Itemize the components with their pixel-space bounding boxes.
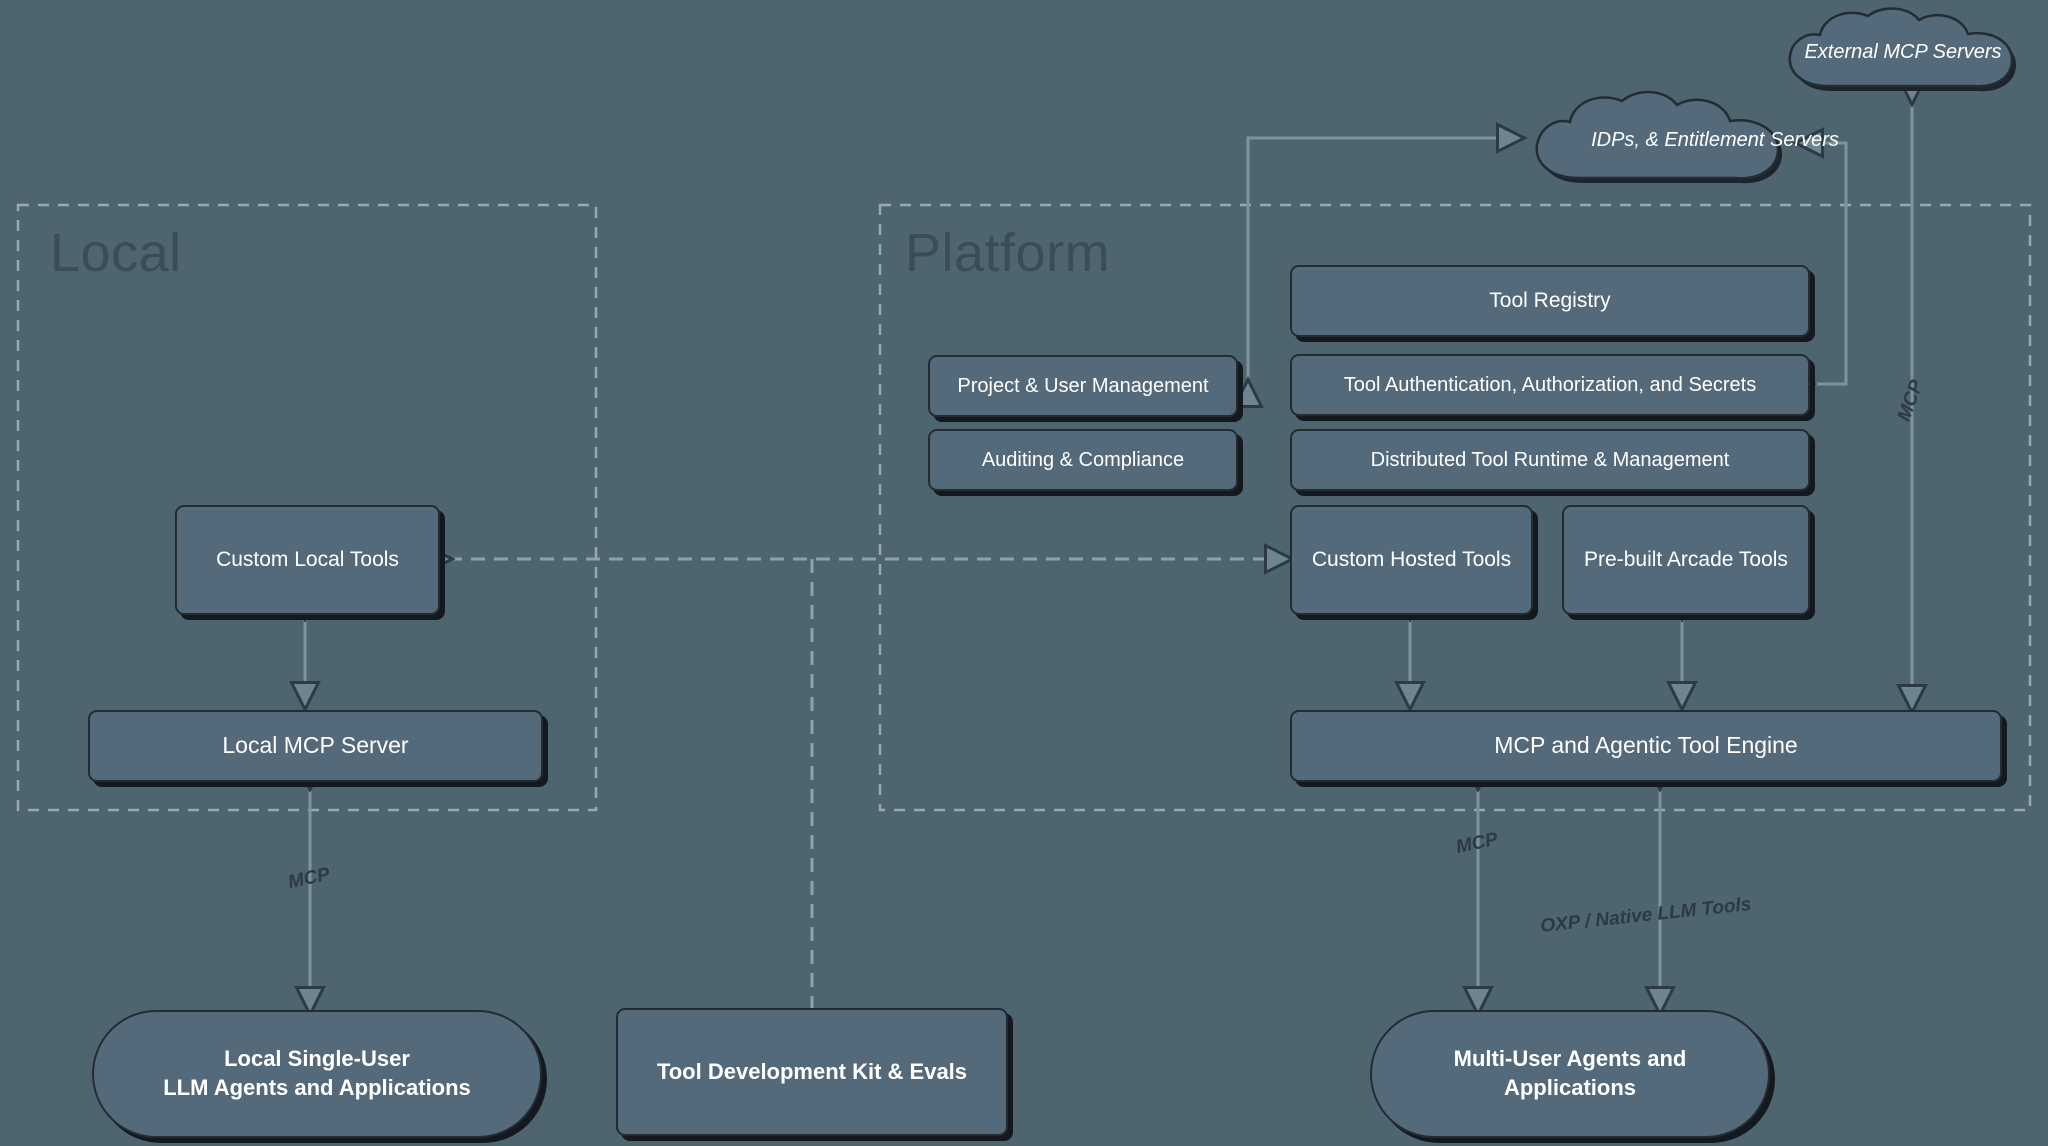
node-label-custom-hosted-tools: Custom Hosted Tools bbox=[1311, 548, 1512, 572]
node-label-local-agents-line1: Local Single-User bbox=[224, 1046, 410, 1072]
group-label-local: Local bbox=[50, 223, 182, 283]
cloud-shape-idps bbox=[1535, 90, 1782, 184]
node-tool-auth[interactable]: Tool Authentication, Authorization, and … bbox=[1290, 354, 1810, 416]
node-distributed-tool-runtime[interactable]: Distributed Tool Runtime & Management bbox=[1290, 429, 1810, 491]
node-label-custom-local-tools: Custom Local Tools bbox=[216, 548, 399, 572]
node-label-tool-development-kit: Tool Development Kit & Evals bbox=[656, 1058, 968, 1084]
node-project-user-management[interactable]: Project & User Management bbox=[928, 355, 1238, 417]
edge-project-mgmt-to-idps bbox=[1248, 138, 1520, 384]
node-mcp-agentic-tool-engine[interactable]: MCP and Agentic Tool Engine bbox=[1290, 710, 2002, 782]
node-tool-development-kit[interactable]: Tool Development Kit & Evals bbox=[616, 1008, 1008, 1136]
node-label-tool-registry: Tool Registry bbox=[1489, 289, 1611, 313]
cloud-idps-entitlement-servers[interactable]: IDPs, & Entitlement Servers bbox=[1518, 88, 1839, 192]
node-auditing-compliance[interactable]: Auditing & Compliance bbox=[928, 429, 1238, 491]
group-box-local bbox=[16, 203, 598, 812]
cloud-shape-external bbox=[1788, 7, 2016, 92]
node-label-multi-user-agents-line2: Applications bbox=[1503, 1075, 1636, 1100]
node-label-mcp-agentic-tool-engine: MCP and Agentic Tool Engine bbox=[1494, 732, 1798, 759]
group-box-platform bbox=[878, 203, 2032, 812]
node-local-mcp-server[interactable]: Local MCP Server bbox=[88, 710, 543, 782]
group-label-platform: Platform bbox=[905, 223, 1111, 283]
node-local-agents[interactable]: Local Single-User LLM Agents and Applica… bbox=[92, 1010, 542, 1138]
node-label-auditing-compliance: Auditing & Compliance bbox=[981, 449, 1185, 471]
node-tool-registry[interactable]: Tool Registry bbox=[1290, 265, 1810, 337]
node-label-tool-auth: Tool Authentication, Authorization, and … bbox=[1343, 374, 1757, 396]
node-label-distributed-tool-runtime: Distributed Tool Runtime & Management bbox=[1370, 449, 1730, 471]
node-label-local-agents-line2: LLM Agents and Applications bbox=[163, 1075, 471, 1100]
node-prebuilt-arcade-tools[interactable]: Pre-built Arcade Tools bbox=[1562, 505, 1810, 615]
node-multi-user-agents[interactable]: Multi-User Agents and Applications bbox=[1370, 1010, 1770, 1138]
cloud-external-mcp-servers[interactable]: External MCP Servers bbox=[1772, 4, 2034, 100]
node-label-multi-user-agents-line1: Multi-User Agents and bbox=[1453, 1046, 1687, 1072]
node-label-local-mcp-server: Local MCP Server bbox=[222, 732, 409, 759]
node-label-project-user-management: Project & User Management bbox=[957, 375, 1209, 397]
node-custom-local-tools[interactable]: Custom Local Tools bbox=[175, 505, 440, 615]
edge-tool-auth-to-idps bbox=[1800, 143, 1848, 384]
node-custom-hosted-tools[interactable]: Custom Hosted Tools bbox=[1290, 505, 1533, 615]
node-label-prebuilt-arcade-tools: Pre-built Arcade Tools bbox=[1584, 548, 1788, 572]
